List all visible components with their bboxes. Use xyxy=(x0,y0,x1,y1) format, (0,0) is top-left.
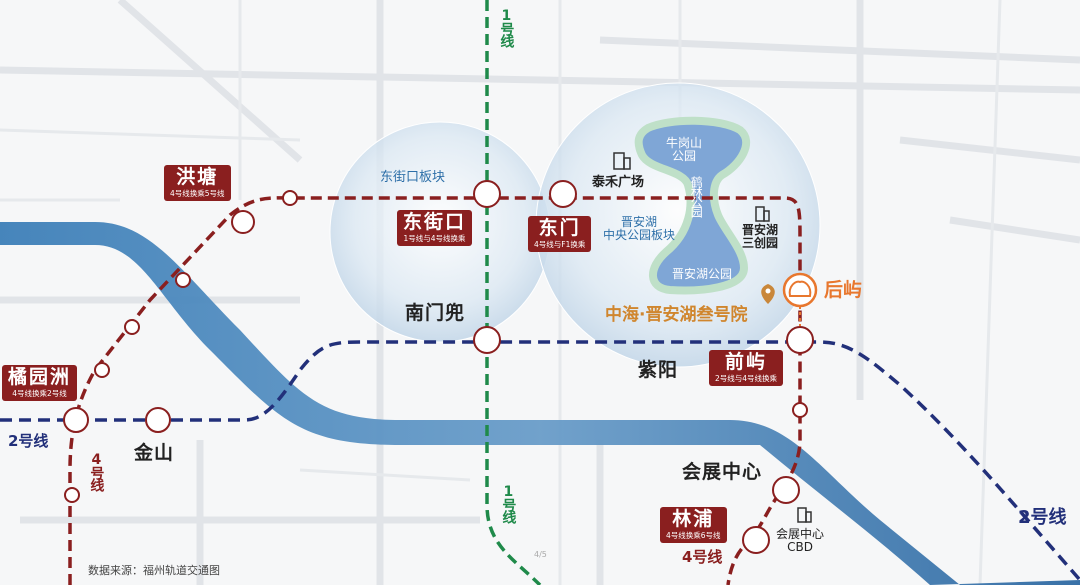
station-icon-dongmen xyxy=(549,180,577,208)
badge-hongtang: 洪塘 4号线换乘5号线 xyxy=(164,165,231,201)
station-ziyang: 紫阳 xyxy=(638,359,679,381)
badge-qianyu-sub: 2号线与4号线换乘 xyxy=(715,373,778,383)
station-icon-small-2 xyxy=(175,272,191,288)
line2-left-label: 2号线 xyxy=(8,432,49,450)
district-jinanhu-center: 晋安湖 中央公园板块 xyxy=(603,215,676,243)
badge-juyuanzhou: 橘园洲 4号线换乘2号线 xyxy=(2,365,78,401)
badge-dongmen: 东门 4号线与F1换乘 xyxy=(528,216,592,252)
project-label: 中海·晋安湖叁号院 xyxy=(605,305,748,325)
badge-juyuanzhou-sub: 4号线换乘2号线 xyxy=(12,388,67,398)
park-helin: 鹤林公园 xyxy=(689,176,704,216)
badge-qianyu-name: 前屿 xyxy=(725,351,768,373)
source-note: 数据来源：福州轨道交通图 xyxy=(88,564,220,577)
station-icon-qianyu xyxy=(786,326,814,354)
line2-track xyxy=(0,340,1080,582)
line4-left-label: 4号线 xyxy=(88,452,105,490)
station-icon-small-1 xyxy=(282,190,298,206)
station-jinshan: 金山 xyxy=(134,442,175,464)
line1-top-label: 1号线 xyxy=(498,8,515,46)
badge-linpu-name: 林浦 xyxy=(672,508,715,530)
station-icon-nanmendou xyxy=(473,326,501,354)
station-icon-small-5 xyxy=(64,487,80,503)
badge-dongjiekou-sub: 1号线与4号线换乘 xyxy=(403,233,466,243)
station-houyu: 后屿 xyxy=(824,279,863,301)
park-jinanhu: 晋安湖公园 xyxy=(672,267,733,281)
station-icons xyxy=(63,180,814,554)
station-nanmendou: 南门兜 xyxy=(405,302,466,324)
project-pin-icon xyxy=(761,284,775,304)
station-icon-small-3 xyxy=(124,319,140,335)
houyu-icon xyxy=(782,272,818,308)
station-icon-hongtang xyxy=(231,210,255,234)
landmark-taihe: 泰禾广场 xyxy=(592,175,645,190)
station-icon-dongjiekou xyxy=(473,180,501,208)
line1-bottom-label: 1号线 xyxy=(500,484,517,522)
station-icon-linpu xyxy=(742,526,770,554)
badge-linpu-sub: 4号线换乘6号线 xyxy=(666,530,721,540)
badge-hongtang-name: 洪塘 xyxy=(176,166,219,188)
badge-qianyu: 前屿 2号线与4号线换乘 xyxy=(709,350,784,386)
badge-dongmen-name: 东门 xyxy=(538,217,581,239)
landmark-sanchuangyuan: 晋安湖 三创园 xyxy=(742,223,779,251)
badge-juyuanzhou-name: 橘园洲 xyxy=(8,366,72,388)
badge-dongmen-sub: 4号线与F1换乘 xyxy=(534,239,586,249)
houyu-icon-glyph xyxy=(788,280,812,297)
park-area xyxy=(634,116,750,295)
station-huizhan: 会展中心 xyxy=(682,461,763,483)
building-icons xyxy=(613,152,812,523)
line2-right-label: 2号线 xyxy=(1018,507,1067,528)
badge-dongjiekou: 东街口 1号线与4号线换乘 xyxy=(397,210,473,246)
building-icon-cbd xyxy=(797,507,807,523)
station-icon-small-6 xyxy=(792,402,808,418)
district-dongjiekou: 东街口板块 xyxy=(380,170,446,185)
park-niugangshan: 牛岗山 公园 xyxy=(666,136,703,164)
station-icon-huizhan xyxy=(772,476,800,504)
badge-linpu: 林浦 4号线换乘6号线 xyxy=(660,507,727,543)
page-number: 4/5 xyxy=(534,550,547,559)
station-icon-small-4 xyxy=(94,362,110,378)
line1-track xyxy=(485,0,542,585)
station-icon-jinshan xyxy=(145,407,171,433)
landmark-cbd: 会展中心 CBD xyxy=(776,527,825,555)
badge-hongtang-sub: 4号线换乘5号线 xyxy=(170,188,225,198)
badge-dongjiekou-name: 东街口 xyxy=(403,211,467,233)
station-icon-juyuanzhou xyxy=(63,407,89,433)
line4-bottom-label: 4号线 xyxy=(682,548,723,566)
